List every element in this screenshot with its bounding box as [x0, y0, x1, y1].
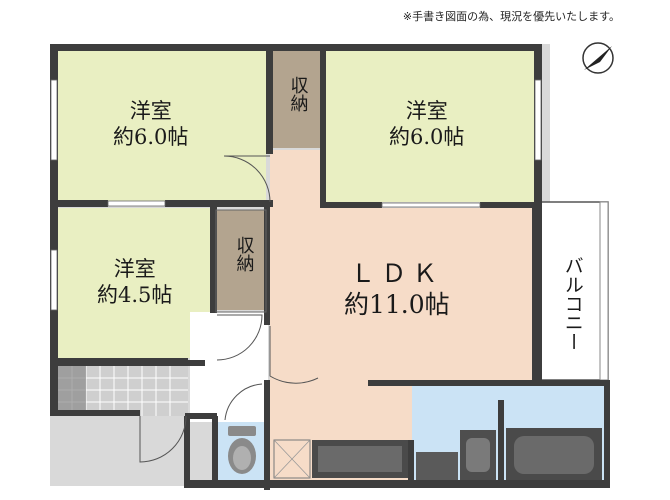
closet-label-2: 収納 [233, 236, 255, 272]
windows [50, 79, 542, 311]
room-size: 約6.0帖 [113, 125, 189, 150]
room-label-western-2: 洋室 約6.0帖 [389, 98, 464, 151]
entrance-dark-tile [58, 366, 86, 416]
fridge-space [273, 439, 311, 479]
ldk-floor [270, 150, 536, 480]
closet-2-floor [217, 210, 267, 310]
balcony-railing [599, 201, 609, 381]
western-room-1-floor [58, 50, 266, 202]
room-size: 約11.0帖 [344, 290, 450, 320]
toilet-tank [228, 426, 256, 436]
room-name: ＬＤＫ [350, 259, 444, 288]
room-size: 約6.0帖 [389, 125, 465, 150]
room-name: 洋室 [129, 99, 172, 123]
room-label-ldk: ＬＤＫ 約11.0帖 [344, 258, 450, 321]
bathtub-basin [514, 436, 594, 474]
washbasin-bowl [466, 438, 490, 472]
western-room-2-floor [324, 50, 534, 202]
room-name: 洋室 [405, 99, 448, 123]
room-name: 洋室 [113, 257, 156, 281]
closet-2-outline [215, 209, 267, 313]
doors [139, 155, 319, 463]
closet-label-1: 収納 [287, 76, 309, 112]
room-label-western-1: 洋室 約6.0帖 [113, 98, 188, 151]
closet-1-floor [273, 50, 321, 148]
toilet-seat [233, 446, 251, 470]
disclaimer-note: ※手書き図面の為、現況を優先いたします。 [402, 10, 620, 23]
fridge-cross-2 [273, 439, 311, 479]
room-size: 約4.5帖 [97, 283, 173, 308]
western-room-3-floor [58, 208, 213, 358]
balcony-label: バルコニー [561, 256, 584, 351]
washing-machine-pan [416, 452, 458, 480]
compass-icon [582, 42, 614, 74]
hall-floor [190, 312, 268, 382]
room-label-western-3: 洋室 約4.5帖 [97, 256, 172, 309]
sink-basin [318, 446, 402, 472]
